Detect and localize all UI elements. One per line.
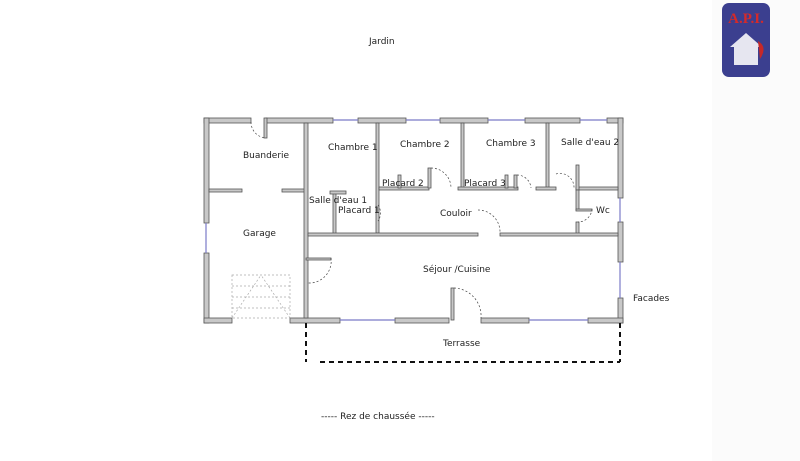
room-chambre-1: Chambre 1 <box>328 143 378 153</box>
svg-text:A.P.I.: A.P.I. <box>728 11 764 27</box>
garden-label: Jardin <box>369 37 395 47</box>
api-logo: A.P.I. <box>722 3 770 77</box>
terrace-label: Terrasse <box>443 339 481 349</box>
room-placard-2: Placard 2 <box>382 179 424 189</box>
room-buanderie: Buanderie <box>243 151 290 161</box>
room-sejour-cuisine: Séjour /Cuisine <box>423 265 491 275</box>
room-couloir: Couloir <box>440 209 472 219</box>
room-garage: Garage <box>243 229 276 239</box>
room-salle-deau-1: Salle d'eau 1 <box>309 196 368 206</box>
floor-title: ----- Rez de chaussée ----- <box>321 412 435 422</box>
facades-label: Facades <box>633 294 670 304</box>
room-salle-deau-2: Salle d'eau 2 <box>561 138 620 148</box>
room-placard-1: Placard 1 <box>338 206 380 216</box>
room-wc: Wc <box>596 206 610 216</box>
room-chambre-3: Chambre 3 <box>486 139 536 149</box>
room-placard-3: Placard 3 <box>464 179 506 189</box>
room-chambre-2: Chambre 2 <box>400 140 450 150</box>
